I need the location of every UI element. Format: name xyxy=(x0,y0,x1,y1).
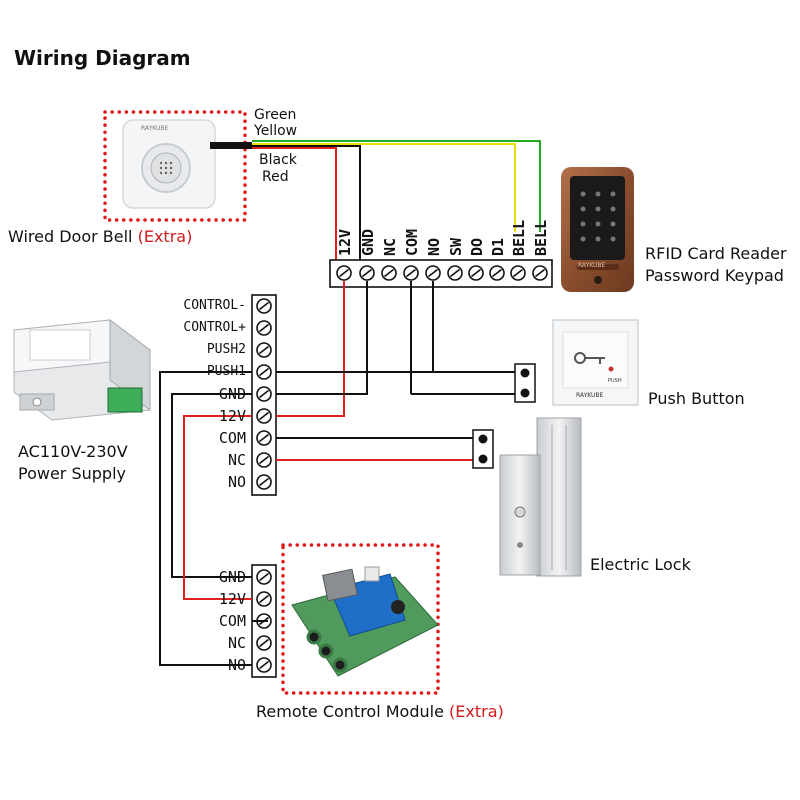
remote-term-12v: 12V xyxy=(218,590,246,608)
remote-term-gnd: GND xyxy=(218,568,246,586)
remote-extra-tag: (Extra) xyxy=(449,702,504,721)
remote-term-nc: NC xyxy=(227,634,246,652)
remote-caption: Remote Control Module (Extra) xyxy=(256,702,504,721)
reader-term-no: NO xyxy=(425,237,443,256)
reader-term-bell-1: BELL xyxy=(510,219,528,256)
power-supply-device xyxy=(13,319,151,421)
reader-term-d1: D1 xyxy=(489,237,507,256)
power-screws xyxy=(256,298,272,490)
wire-label-green: Green xyxy=(254,107,297,123)
remote-module-device xyxy=(291,566,439,677)
power-term-com: COM xyxy=(218,429,246,447)
doorbell-extra-tag: (Extra) xyxy=(137,227,193,246)
power-term-control-plus: CONTROL+ xyxy=(183,320,246,335)
doorbell-wires xyxy=(252,140,541,266)
doorbell-brand: RAYKUBE xyxy=(141,125,169,132)
reader-term-gnd: GND xyxy=(359,228,377,256)
push-button-brand: RAYKUBE xyxy=(576,392,604,399)
rfid-reader-device xyxy=(561,167,634,292)
push-button-device xyxy=(552,319,639,406)
power-term-12v: 12V xyxy=(218,407,246,425)
power-wiring xyxy=(159,281,516,666)
power-term-gnd: GND xyxy=(218,385,246,403)
reader-term-bell-2: BELL xyxy=(532,219,550,256)
power-supply-caption-line2: Power Supply xyxy=(18,464,126,483)
diagram-title: Wiring Diagram xyxy=(14,46,191,70)
reader-brand: RAYKUBE xyxy=(578,262,606,269)
remote-dotted-frame xyxy=(281,543,440,695)
wire-label-black: Black xyxy=(259,152,297,168)
reader-term-sw: SW xyxy=(447,237,465,256)
doorbell-caption-text: Wired Door Bell xyxy=(8,227,133,246)
reader-term-nc: NC xyxy=(381,237,399,256)
reader-caption-line2: Password Keypad xyxy=(645,266,784,285)
push-button-text: PUSH xyxy=(608,378,622,384)
electric-lock-caption: Electric Lock xyxy=(590,555,691,574)
reader-caption-line1: RFID Card Reader xyxy=(645,244,787,263)
remote-term-com: COM xyxy=(218,612,246,630)
push-button-caption: Push Button xyxy=(648,389,745,408)
wire-label-red: Red xyxy=(262,169,289,185)
push-button-connector xyxy=(514,363,536,403)
electric-lock-device xyxy=(499,417,582,577)
remote-caption-text: Remote Control Module xyxy=(256,702,444,721)
reader-term-com: COM xyxy=(403,228,421,256)
power-term-nc: NC xyxy=(227,451,246,469)
doorbell-dotted-frame xyxy=(103,110,247,222)
reader-term-do: DO xyxy=(468,237,486,256)
power-term-push1: PUSH1 xyxy=(206,364,246,379)
doorbell-device xyxy=(122,119,252,209)
doorbell-caption: Wired Door Bell (Extra) xyxy=(8,227,192,246)
wire-label-yellow: Yellow xyxy=(254,123,298,139)
lock-connector xyxy=(472,429,494,469)
remote-term-no: NO xyxy=(227,656,246,674)
power-term-control-minus: CONTROL- xyxy=(183,298,246,313)
power-supply-caption-line1: AC110V-230V xyxy=(18,442,128,461)
reader-term-12v: 12V xyxy=(336,228,354,256)
power-term-push2: PUSH2 xyxy=(206,342,246,357)
power-term-no: NO xyxy=(227,473,246,491)
